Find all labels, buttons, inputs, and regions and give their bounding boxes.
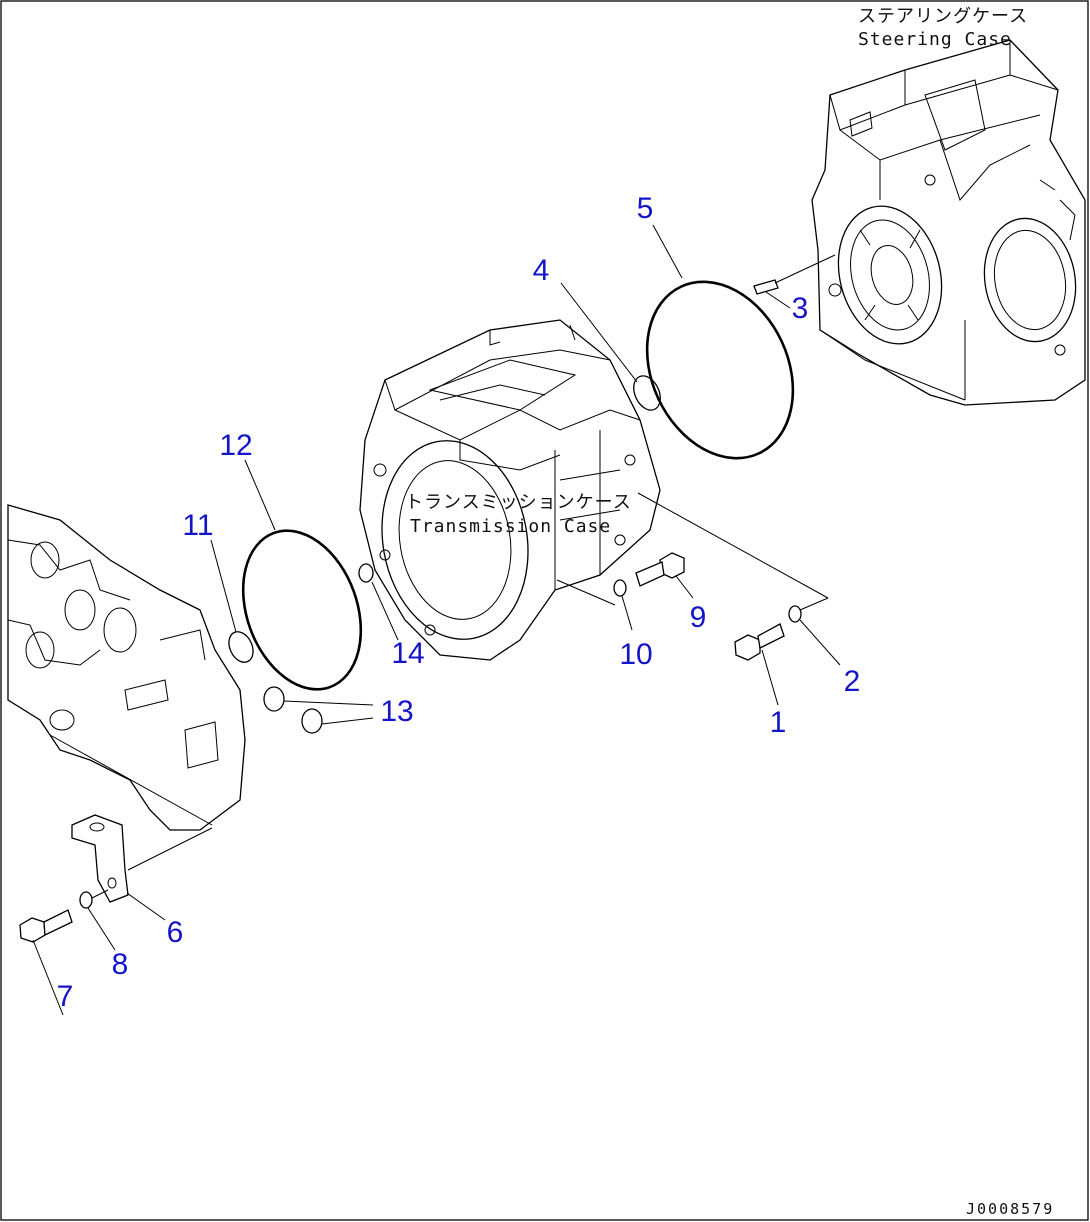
drawing-code: J0008579: [966, 1200, 1054, 1218]
callout-14: 14: [391, 637, 424, 670]
transmission-case: [359, 319, 661, 661]
callout-4: 4: [533, 254, 550, 287]
part-14-o-ring: [358, 563, 399, 641]
part-5-o-ring: [645, 224, 795, 460]
part-11-o-ring: [210, 539, 254, 663]
callout-9: 9: [690, 601, 707, 634]
steering-case-label-en: Steering Case: [858, 29, 1012, 50]
callout-11: 11: [182, 509, 213, 542]
engine-block: [7, 504, 246, 831]
transmission-case-label-en: Transmission Case: [410, 516, 611, 537]
part-10-washer: [556, 579, 633, 631]
part-7-bolt: [19, 909, 73, 1016]
part-3-dowel-pin: [753, 254, 836, 309]
part-12-o-ring: [241, 459, 363, 691]
part-2-washer: [637, 492, 841, 666]
part-8-washer: [79, 889, 116, 951]
part-4-o-ring: [560, 282, 661, 411]
part-6-bracket: [71, 814, 213, 921]
part-9-bolt: [635, 552, 694, 599]
callout-1: 1: [770, 706, 787, 739]
callout-2: 2: [844, 665, 861, 698]
callout-13: 13: [380, 695, 413, 728]
callout-10: 10: [619, 638, 652, 671]
transmission-case-label-jp: トランスミッションケース: [405, 492, 632, 513]
callout-3: 3: [792, 292, 809, 325]
callout-12: 12: [219, 429, 252, 462]
steering-case-label-jp: ステアリングケース: [858, 6, 1028, 27]
part-13-o-rings: [263, 686, 374, 734]
part-1-bolt: [734, 623, 785, 706]
callout-8: 8: [112, 948, 129, 981]
callout-5: 5: [637, 192, 654, 225]
steering-case: [811, 39, 1086, 406]
callout-6: 6: [167, 916, 184, 949]
callout-7: 7: [57, 980, 74, 1013]
